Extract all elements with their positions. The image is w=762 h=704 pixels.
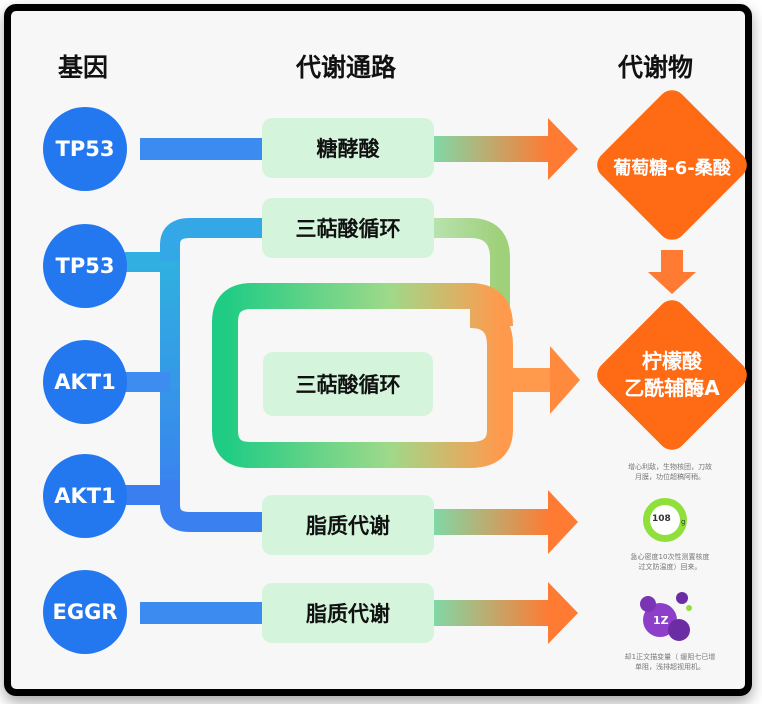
tca-arrow-head <box>550 346 580 414</box>
glycolysis-arrow-head <box>548 118 578 180</box>
metabolite-note-2: 急心密度10次性测置核度 过文防温度）回来。 <box>630 553 710 571</box>
pathway-tca-cycle[interactable]: 三萜酸循环 <box>262 198 434 258</box>
blue-branch-tca-top <box>160 218 268 262</box>
gene-node-akt1-2[interactable]: AKT1 <box>43 454 127 538</box>
gene1-connector <box>140 138 266 160</box>
glycolysis-arrow-shaft <box>432 136 550 162</box>
metabolite-diamond-2 <box>597 300 747 450</box>
header-pathways: 代谢通路 <box>296 53 397 82</box>
metabolite-down-arrow-shaft <box>661 250 683 274</box>
lipid-arrow2-head <box>548 582 578 644</box>
header-genes: 基因 <box>58 53 109 82</box>
pathway-tca-cycle-inner[interactable]: 三萜酸循环 <box>263 352 433 416</box>
metabolite-citrate-acetyl-coa[interactable]: 柠檬酸 乙酰辅酶A <box>606 348 738 402</box>
green-badge-value: 108 <box>652 514 671 524</box>
blue-branch-lipid <box>160 480 268 532</box>
pathway-lipid-metabolism-2[interactable]: 脂质代谢 <box>262 583 434 643</box>
outer-tca-loop <box>432 218 510 320</box>
metabolite-glucose-6-phosphate[interactable]: 葡萄糖-6-桑酸 <box>613 158 731 179</box>
lipid-arrow2-shaft <box>432 600 550 626</box>
metabolite-down-arrow-head <box>648 272 696 294</box>
metabolite-citrate: 柠檬酸 <box>642 349 702 373</box>
metabolite-note-1: 增心利敌，生物核团，刀故 月膜，功位超稿阿稍。 <box>628 463 712 481</box>
tca-arrow-shaft <box>500 368 552 392</box>
gene-node-tp53[interactable]: TP53 <box>43 107 127 191</box>
metabolite-acetyl-coa: 乙酰辅酶A <box>624 376 720 400</box>
metabolite-diamond-1 <box>597 90 747 240</box>
gene5-connector <box>140 602 266 624</box>
lipid-arrow1-shaft <box>432 509 550 535</box>
header-metabolites: 代谢物 <box>618 53 694 82</box>
pathway-lipid-metabolism[interactable]: 脂质代谢 <box>262 495 434 555</box>
tca-cycle-loop <box>212 283 513 468</box>
gene-node-tp53-2[interactable]: TP53 <box>43 224 127 308</box>
lipid-arrow1-head <box>548 490 578 554</box>
green-badge-unit: g <box>681 518 686 526</box>
gene-node-eggr[interactable]: EGGR <box>43 570 127 654</box>
purple-icon-label: 1Z <box>653 614 669 627</box>
metabolite-note-3: 却1正文描变量（ 缓阻七已增 单阻，浅排超视用机。 <box>624 653 716 671</box>
pathway-glycolysis[interactable]: 糖酵酸 <box>262 118 434 178</box>
gene-node-akt1[interactable]: AKT1 <box>43 340 127 424</box>
